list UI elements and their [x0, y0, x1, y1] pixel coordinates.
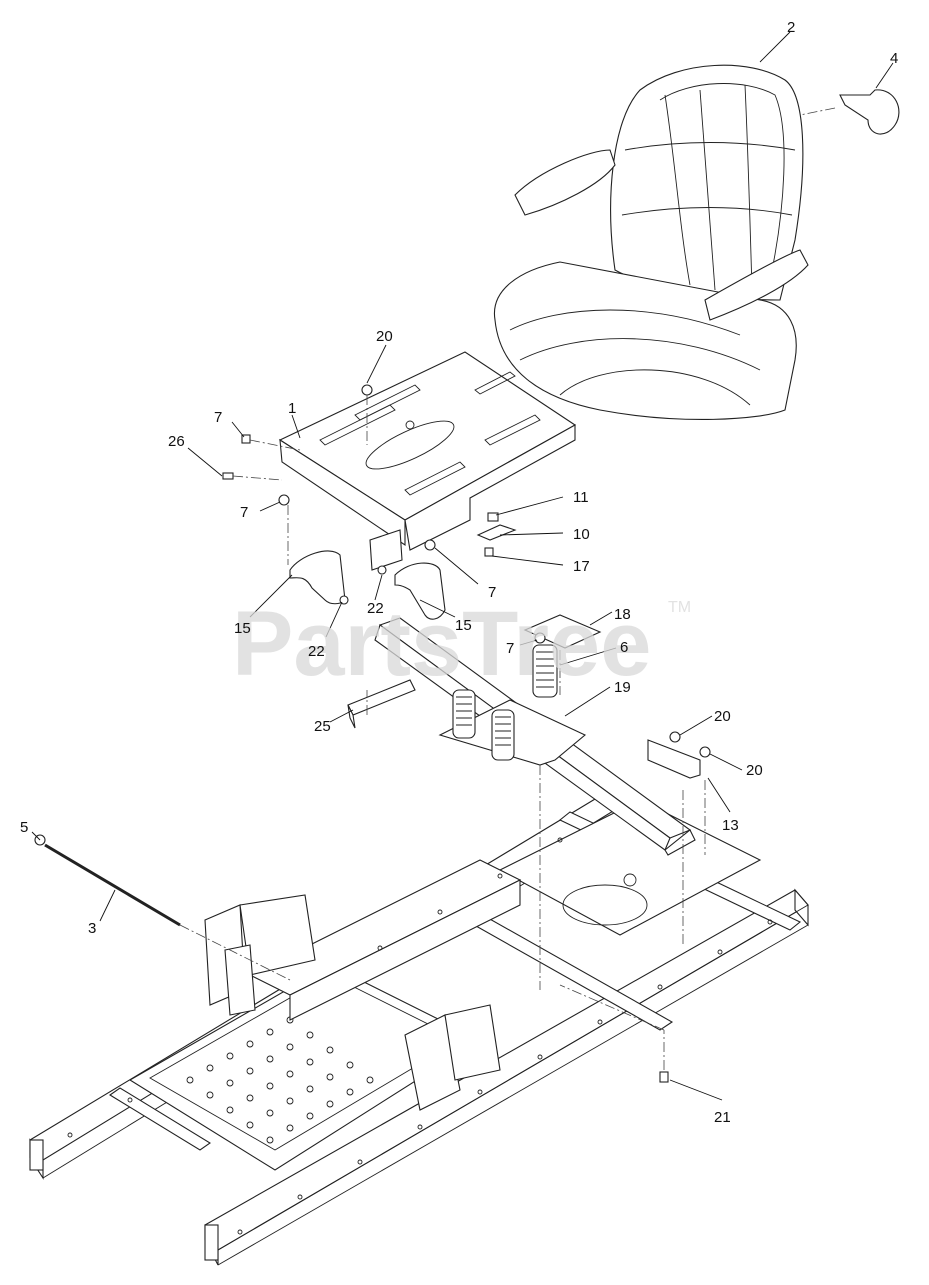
- callout-22-left: 22: [308, 643, 325, 660]
- leader-lines: [31, 31, 894, 1101]
- callout-15-left: 15: [234, 620, 251, 637]
- callout-26: 26: [168, 433, 185, 450]
- callout-19: 19: [614, 679, 631, 696]
- callout-25: 25: [314, 718, 331, 735]
- watermark-text: PartsTree: [232, 593, 651, 695]
- callout-11: 11: [573, 489, 589, 506]
- callout-20-right: 20: [714, 708, 731, 725]
- callout-3: 3: [88, 920, 96, 937]
- suspension-assembly: [347, 614, 701, 856]
- alignment-lines: [179, 107, 836, 1070]
- callout-18: 18: [614, 606, 631, 623]
- hardware: [34, 384, 711, 1083]
- callout-17: 17: [573, 558, 590, 575]
- callout-1: 1: [288, 400, 296, 417]
- hinge-brackets: [289, 550, 446, 620]
- callout-7-spring: 7: [506, 640, 514, 657]
- watermark-trademark: TM: [668, 599, 691, 616]
- callout-20-lower: 20: [746, 762, 763, 779]
- callout-4: 4: [890, 50, 898, 67]
- seat-pan: [278, 351, 577, 571]
- callout-7-top: 7: [214, 409, 222, 426]
- callout-7-left: 7: [240, 504, 248, 521]
- callout-5: 5: [20, 819, 28, 836]
- callout-2: 2: [787, 19, 795, 36]
- callout-15-right: 15: [455, 617, 472, 634]
- callout-21: 21: [714, 1109, 731, 1126]
- mower-frame: [29, 789, 809, 1266]
- callout-labels: 1 2 3 4 5 6 7 7 7 7 10 11 13 15 15 17 18…: [20, 19, 898, 1126]
- callout-10: 10: [573, 526, 590, 543]
- callout-6: 6: [620, 639, 628, 656]
- seat: [493, 64, 900, 420]
- callout-20-top: 20: [376, 328, 393, 345]
- callout-7-right: 7: [488, 584, 496, 601]
- callout-22-right: 22: [367, 600, 384, 617]
- watermark: PartsTree TM: [232, 593, 691, 695]
- callout-13: 13: [722, 817, 739, 834]
